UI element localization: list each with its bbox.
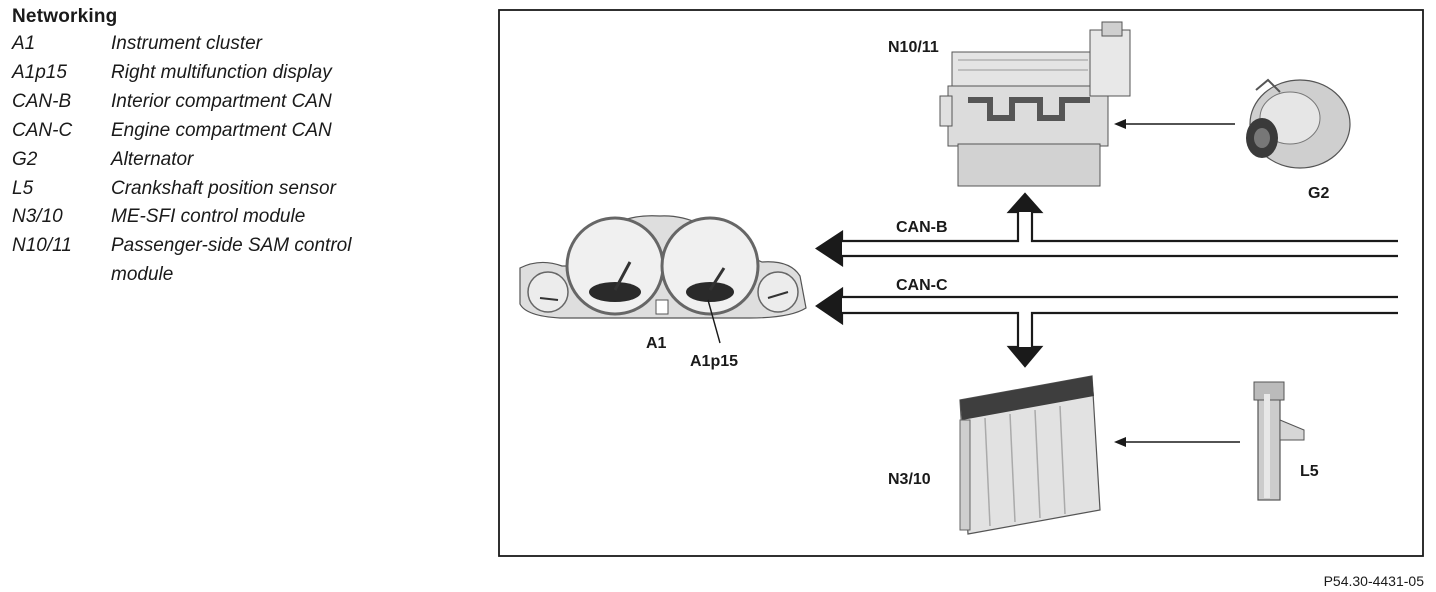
legend-desc: ME-SFI control module bbox=[111, 206, 306, 228]
figure-id: P54.30-4431-05 bbox=[1324, 573, 1425, 589]
legend-item: A1p15 Right multifunction display bbox=[12, 59, 472, 88]
legend-desc: Interior compartment CAN bbox=[111, 90, 332, 112]
legend-item: CAN-C Engine compartment CAN bbox=[12, 117, 472, 146]
legend: Networking A1 Instrument cluster A1p15 R… bbox=[12, 6, 472, 290]
l5-label: L5 bbox=[1300, 463, 1319, 480]
legend-desc: Crankshaft position sensor bbox=[111, 177, 336, 199]
can-b-arrow-up-icon bbox=[1009, 194, 1041, 212]
legend-code: CAN-C bbox=[12, 119, 73, 141]
l5-sensor-image bbox=[1253, 381, 1305, 501]
n3-10-label: N3/10 bbox=[888, 471, 931, 488]
a1p15-label: A1p15 bbox=[690, 353, 738, 370]
g2-alternator-image bbox=[1246, 78, 1351, 169]
diagram-frame bbox=[498, 9, 1424, 557]
legend-code: N10/11 bbox=[12, 235, 72, 257]
can-b-arrow-left-icon bbox=[817, 232, 842, 265]
g2-to-n10-11-arrow-icon bbox=[1114, 119, 1126, 129]
n10-11-module-image bbox=[939, 21, 1131, 187]
legend-desc: Engine compartment CAN bbox=[111, 119, 332, 141]
a1-label: A1 bbox=[646, 335, 667, 352]
legend-item: A1 Instrument cluster bbox=[12, 30, 472, 59]
legend-code: G2 bbox=[12, 148, 38, 170]
legend-item: N3/10 ME-SFI control module bbox=[12, 203, 472, 232]
can-c-label: CAN-C bbox=[896, 277, 948, 294]
legend-code: A1p15 bbox=[12, 61, 67, 83]
legend-desc: Alternator bbox=[111, 148, 194, 170]
n10-11-label: N10/11 bbox=[888, 39, 939, 56]
l5-to-n3-10-arrow-icon bbox=[1114, 437, 1126, 447]
legend-item: L5 Crankshaft position sensor bbox=[12, 175, 472, 204]
legend-title: Networking bbox=[12, 6, 118, 27]
g2-label: G2 bbox=[1308, 185, 1329, 202]
legend-code: L5 bbox=[12, 177, 34, 199]
legend-code: CAN-B bbox=[12, 90, 72, 112]
legend-desc: Right multifunction display bbox=[111, 61, 332, 83]
legend-desc: Instrument cluster bbox=[111, 33, 262, 54]
legend-code: N3/10 bbox=[12, 206, 63, 228]
legend-item: N10/11 Passenger-side SAM control module bbox=[12, 232, 472, 290]
legend-item: G2 Alternator bbox=[12, 146, 472, 175]
can-c-bus bbox=[815, 286, 1398, 368]
can-b-label: CAN-B bbox=[896, 219, 948, 236]
can-c-arrow-down-icon bbox=[1009, 347, 1041, 366]
a1p15-leader-line bbox=[707, 299, 721, 344]
legend-desc: Passenger-side SAM control module bbox=[111, 235, 352, 286]
can-c-arrow-left-icon bbox=[817, 289, 842, 323]
legend-item: CAN-B Interior compartment CAN bbox=[12, 88, 472, 117]
a1-instrument-cluster-image bbox=[519, 215, 807, 319]
legend-code: A1 bbox=[12, 33, 36, 54]
n3-10-module-image bbox=[959, 375, 1101, 535]
